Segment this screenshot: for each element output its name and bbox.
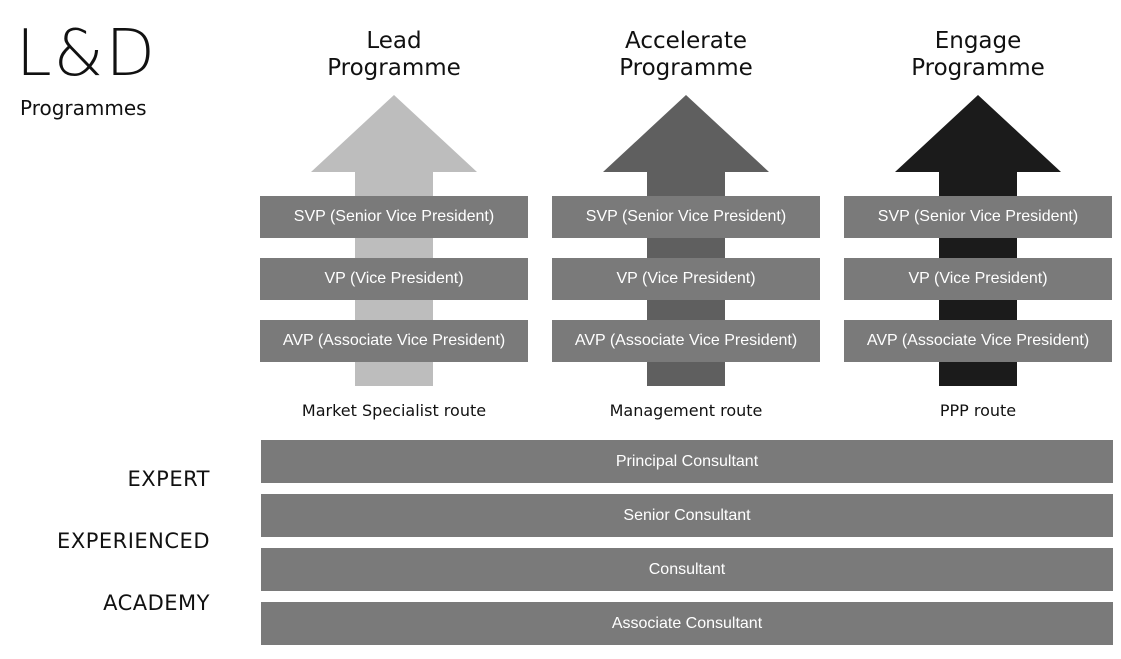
engage-title-line2: Programme — [911, 55, 1045, 81]
base-role-consultant: Consultant — [261, 548, 1113, 591]
engage-role-svp: SVP (Senior Vice President) — [844, 196, 1112, 238]
up-arrow-light-grey-icon — [311, 95, 477, 386]
engage-route-label: PPP route — [939, 401, 1017, 420]
brand-subtitle: Programmes — [20, 96, 147, 120]
level-label-expert: EXPERT — [127, 467, 210, 491]
engage-role-vp: VP (Vice President) — [844, 258, 1112, 300]
lead-role-avp: AVP (Associate Vice President) — [260, 320, 528, 362]
up-arrow-dark-grey-icon — [603, 95, 769, 386]
lead-title-line1: Lead — [366, 28, 422, 54]
accelerate-title-line2: Programme — [619, 55, 753, 81]
base-role-senior-consultant: Senior Consultant — [261, 494, 1113, 537]
brand-title: L&D — [16, 17, 157, 91]
engage-role-avp: AVP (Associate Vice President) — [844, 320, 1112, 362]
engage-programme-title: Engage Programme — [858, 28, 1098, 82]
lead-route-label: Market Specialist route — [301, 401, 487, 420]
lead-programme-title: Lead Programme — [274, 28, 514, 82]
programme-arrows — [311, 95, 1061, 386]
accelerate-role-svp: SVP (Senior Vice President) — [552, 196, 820, 238]
accelerate-role-avp: AVP (Associate Vice President) — [552, 320, 820, 362]
level-label-experienced: EXPERIENCED — [57, 529, 210, 553]
lead-title-line2: Programme — [327, 55, 461, 81]
engage-title-line1: Engage — [934, 28, 1022, 54]
base-role-associate-consultant: Associate Consultant — [261, 602, 1113, 645]
accelerate-route-label: Management route — [609, 401, 763, 420]
lead-role-svp: SVP (Senior Vice President) — [260, 196, 528, 238]
base-role-principal-consultant: Principal Consultant — [261, 440, 1113, 483]
accelerate-programme-title: Accelerate Programme — [566, 28, 806, 82]
accelerate-role-vp: VP (Vice President) — [552, 258, 820, 300]
lead-role-vp: VP (Vice President) — [260, 258, 528, 300]
up-arrow-black-icon — [895, 95, 1061, 386]
accelerate-title-line1: Accelerate — [624, 28, 748, 54]
level-label-academy: ACADEMY — [103, 591, 210, 615]
